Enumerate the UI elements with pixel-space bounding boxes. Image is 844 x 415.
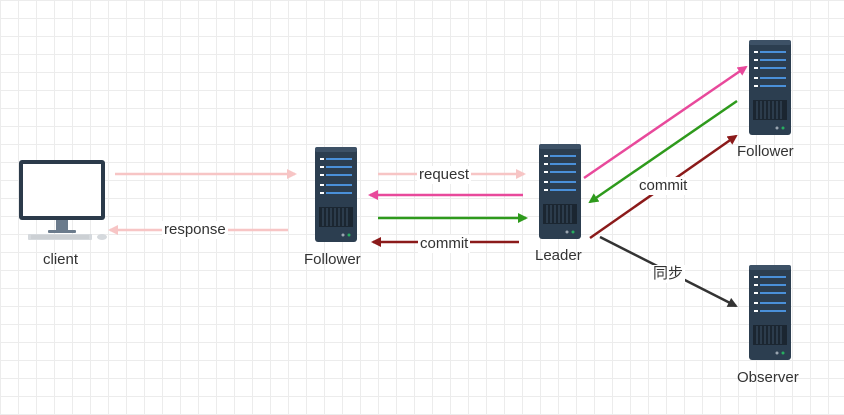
arrow-follower-right-to-leader-green (588, 99, 738, 204)
follower-right-server-icon (748, 39, 792, 136)
client-label: client (43, 251, 79, 268)
observer-server-icon (748, 264, 792, 361)
leader-label: Leader (535, 247, 582, 264)
commit-mid-label: commit (418, 235, 471, 253)
observer-label: Observer (737, 369, 799, 386)
leader-server-icon (538, 143, 582, 240)
request-label: request (417, 166, 472, 184)
follower-server-icon (314, 146, 358, 243)
sync-label: 同步 (651, 265, 686, 283)
desktop-computer-icon (19, 160, 107, 240)
follower-right-label: Follower (737, 143, 794, 160)
commit-right-label: commit (637, 177, 690, 195)
arrow-leader-to-follower-right-pink (583, 65, 748, 180)
follower-label: Follower (304, 251, 361, 268)
response-label: response (162, 221, 228, 239)
